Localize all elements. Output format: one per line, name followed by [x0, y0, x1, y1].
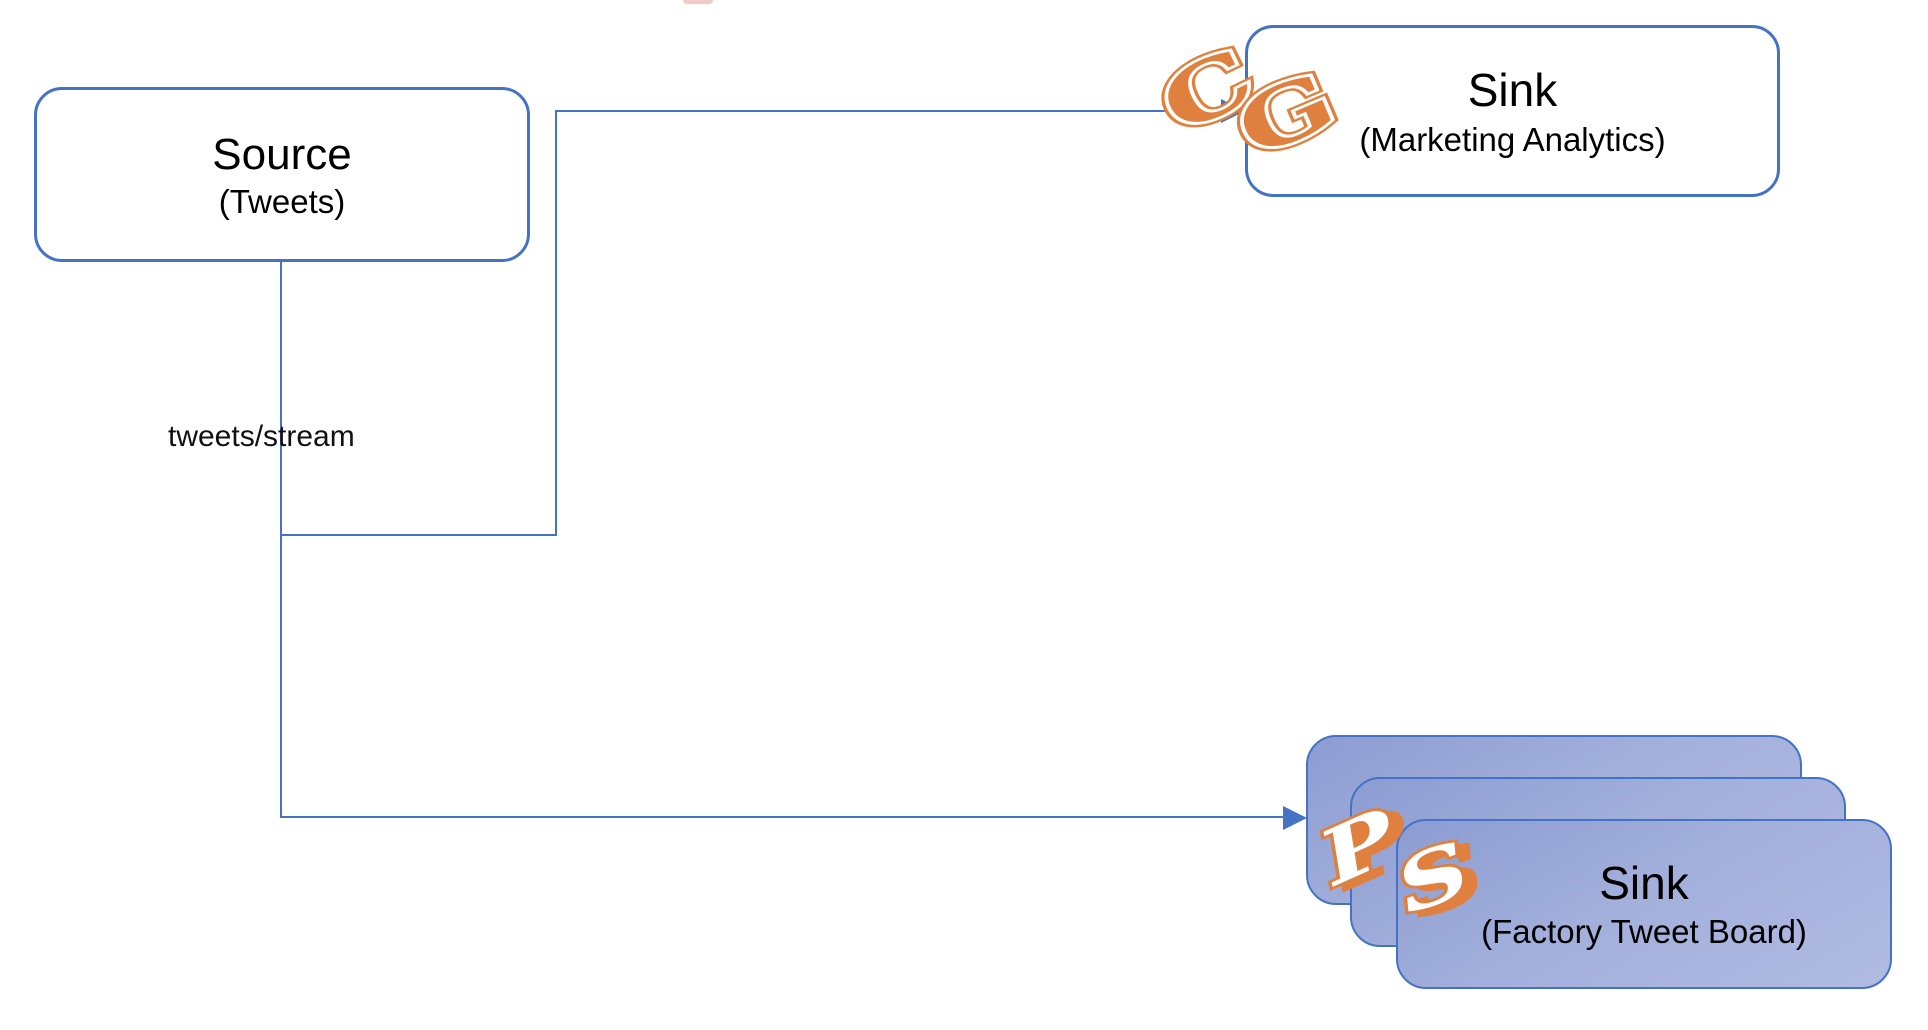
sink-marketing-title: Sink — [1467, 64, 1558, 117]
edge-source-vertical-segment — [280, 260, 282, 818]
source-title: Source — [212, 130, 352, 180]
arrowhead-marketing-icon — [1221, 99, 1245, 123]
sink-marketing-node: Sink (Marketing Analytics) — [1245, 25, 1780, 197]
edge-marketing-vertical-segment — [555, 111, 557, 536]
sink-marketing-subtitle: (Marketing Analytics) — [1359, 120, 1666, 158]
edge-label-tweets-stream: tweets/stream — [168, 420, 355, 453]
sink-factory-node-front: Sink (Factory Tweet Board) — [1396, 819, 1892, 989]
source-node: Source (Tweets) — [34, 87, 530, 262]
edge-marketing-horizontal-segment — [555, 110, 1223, 112]
edge-factory-horizontal-segment — [280, 816, 1285, 818]
source-subtitle: (Tweets) — [218, 183, 346, 221]
edge-jog-horizontal-segment — [280, 534, 557, 536]
sink-factory-title: Sink — [1599, 856, 1689, 909]
sink-factory-subtitle: (Factory Tweet Board) — [1481, 912, 1807, 950]
arrowhead-factory-icon — [1283, 806, 1307, 830]
pink-artifact — [683, 0, 713, 4]
